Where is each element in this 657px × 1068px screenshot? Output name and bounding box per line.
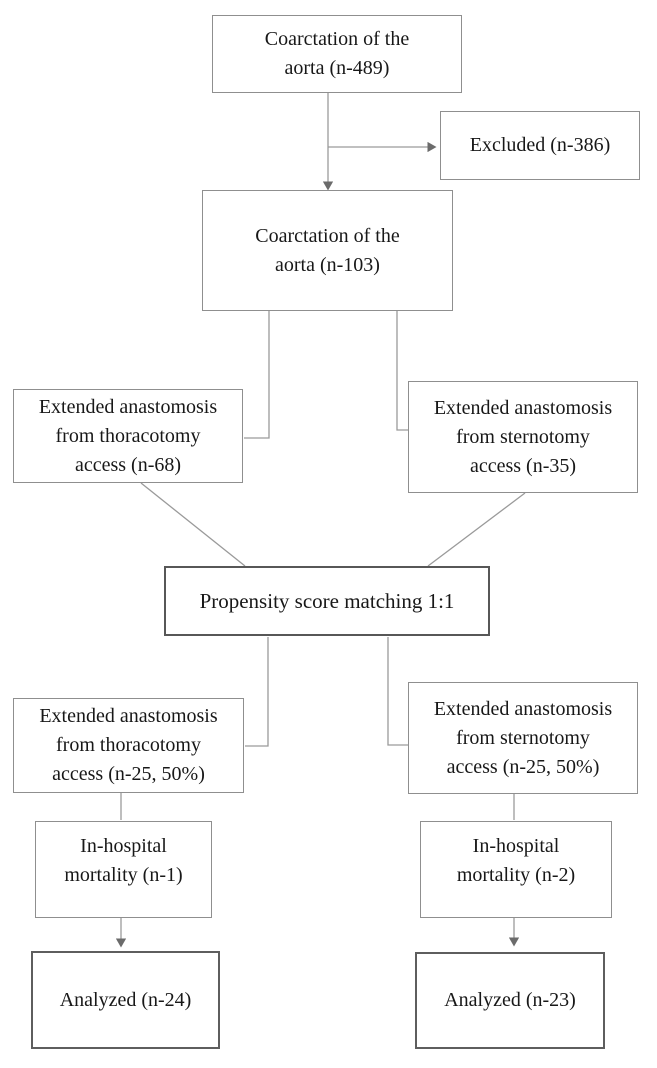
connector-thoracotomy68-to-psm	[140, 482, 246, 567]
node-sternotomy-35: Extended anastomosis from sternotomy acc…	[408, 381, 638, 493]
connector-coarctation103-to-thoracotomy68	[244, 311, 270, 439]
node-sternotomy-25: Extended anastomosis from sternotomy acc…	[408, 682, 638, 794]
node-propensity-score-matching: Propensity score matching 1:1	[164, 566, 490, 636]
node-analyzed-23: Analyzed (n-23)	[415, 952, 605, 1049]
connector-sternotomy35-to-psm	[427, 492, 526, 567]
node-in-hospital-mortality-2: In-hospital mortality (n-2)	[420, 821, 612, 918]
node-coarctation-489: Coarctation of the aorta (n-489)	[212, 15, 462, 93]
node-thoracotomy-25: Extended anastomosis from thoracotomy ac…	[13, 698, 244, 793]
connector-psm-to-thoracotomy25	[245, 637, 269, 747]
node-thoracotomy-68: Extended anastomosis from thoracotomy ac…	[13, 389, 243, 483]
connector-psm-to-sternotomy25	[387, 637, 408, 746]
connector-coarctation103-to-sternotomy35	[396, 311, 408, 431]
node-excluded: Excluded (n-386)	[440, 111, 640, 180]
node-analyzed-24: Analyzed (n-24)	[31, 951, 220, 1049]
node-in-hospital-mortality-1: In-hospital mortality (n-1)	[35, 821, 212, 918]
node-coarctation-103: Coarctation of the aorta (n-103)	[202, 190, 453, 311]
